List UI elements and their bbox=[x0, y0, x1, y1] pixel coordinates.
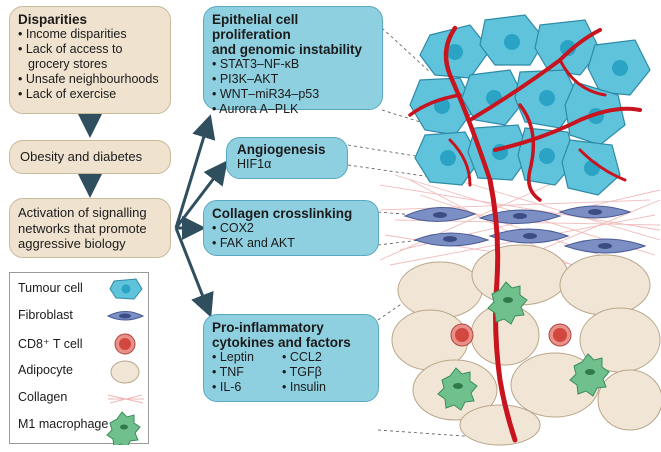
inflammatory-box: Pro-inflammatory cytokines and factors •… bbox=[203, 314, 379, 402]
disparities-box: Disparities • Income disparities • Lack … bbox=[9, 6, 171, 114]
macrophage-icon bbox=[106, 411, 141, 445]
disparity-item: grocery stores bbox=[28, 57, 108, 71]
arrow-to-epithelial bbox=[174, 114, 216, 229]
epithelial-box: Epithelial cell proliferation and genomi… bbox=[203, 6, 383, 116]
inflammatory-title: cytokines and factors bbox=[212, 335, 351, 350]
factor-item: • IL-6 bbox=[212, 380, 242, 394]
obesity-box: Obesity and diabetes bbox=[9, 140, 171, 174]
macrophages bbox=[437, 281, 610, 411]
arrow-to-inflammatory bbox=[174, 227, 214, 318]
angiogenesis-item: HIF1α bbox=[237, 157, 272, 171]
epithelial-item: • PI3K–AKT bbox=[212, 72, 279, 86]
legend-label: M1 macrophage bbox=[18, 417, 109, 431]
collagen-item: • FAK and AKT bbox=[212, 236, 295, 250]
disparity-item: • Unsafe neighbourhoods bbox=[18, 72, 159, 86]
tumour-cell-icon bbox=[109, 278, 143, 300]
disparity-item: • Income disparities bbox=[18, 27, 127, 41]
legend-label: CD8⁺ T cell bbox=[18, 337, 83, 351]
activation-box: Activation of signalling networks that p… bbox=[9, 198, 171, 258]
legend-icons bbox=[106, 278, 145, 445]
adipocyte-icon bbox=[110, 360, 140, 384]
angiogenesis-title: Angiogenesis bbox=[237, 142, 326, 157]
factor-item: • Insulin bbox=[282, 380, 326, 394]
disparity-item: • Lack of access to bbox=[18, 42, 123, 56]
flow-arrows bbox=[78, 114, 228, 318]
t-cells bbox=[450, 323, 572, 347]
epithelial-item: • WNT–miR34–p53 bbox=[212, 87, 320, 101]
adipocytes bbox=[391, 244, 661, 446]
activation-line: aggressive biology bbox=[18, 236, 126, 251]
fibroblast-icon bbox=[106, 311, 145, 321]
obesity-label: Obesity and diabetes bbox=[20, 149, 143, 164]
epithelial-title: and genomic instability bbox=[212, 42, 363, 57]
collagen-crosslinking-box: Collagen crosslinking • COX2 • FAK and A… bbox=[203, 200, 379, 256]
legend-label: Collagen bbox=[18, 390, 68, 404]
legend: Tumour cell Fibroblast CD8⁺ T cell Adipo… bbox=[9, 272, 149, 445]
factor-item: • Leptin bbox=[212, 350, 254, 364]
factor-item: • CCL2 bbox=[282, 350, 322, 364]
factor-item: • TNF bbox=[212, 365, 244, 379]
angiogenesis-box: Angiogenesis HIF1α bbox=[226, 137, 348, 179]
factor-item: • TGFβ bbox=[282, 365, 322, 379]
legend-label: Fibroblast bbox=[18, 308, 73, 322]
inflammatory-title: Pro-inflammatory bbox=[212, 320, 324, 335]
collagen-item: • COX2 bbox=[212, 221, 254, 235]
epithelial-item: • STAT3–NF-κB bbox=[212, 57, 300, 71]
activation-line: Activation of signalling bbox=[18, 205, 147, 220]
disparities-title: Disparities bbox=[18, 12, 88, 27]
activation-line: networks that promote bbox=[18, 220, 147, 236]
collagen-title: Collagen crosslinking bbox=[212, 206, 353, 221]
legend-label: Tumour cell bbox=[18, 281, 83, 295]
collagen-icon bbox=[107, 394, 144, 404]
epithelial-item: • Aurora A–PLK bbox=[212, 102, 299, 116]
t-cell-icon bbox=[114, 333, 136, 355]
epithelial-title: Epithelial cell proliferation bbox=[212, 12, 299, 42]
legend-label: Adipocyte bbox=[18, 363, 73, 377]
disparity-item: • Lack of exercise bbox=[18, 87, 117, 101]
